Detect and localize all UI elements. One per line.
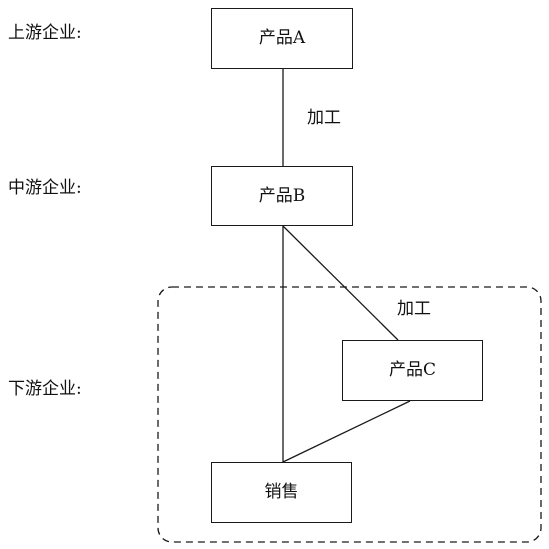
downstream-group-boundary [157,286,542,543]
product-b-label: 产品B [258,185,306,206]
product-c-node: 产品C [342,340,483,401]
edge-a-to-b-label: 加工 [307,108,341,128]
edge-b-to-c-line [282,225,399,341]
product-a-node: 产品A [211,8,353,69]
product-a-label: 产品A [258,28,306,48]
midstream-tier-label: 中游企业: [8,178,82,198]
downstream-tier-label: 下游企业: [8,379,82,399]
edge-b-to-c-label: 加工 [397,299,431,319]
product-c-label: 产品C [388,360,436,380]
sales-label: 销售 [264,482,299,502]
upstream-tier-label: 上游企业: [8,23,82,43]
sales-node: 销售 [211,462,352,523]
edge-c-to-sales-line [282,400,411,463]
product-b-node: 产品B [211,166,353,226]
